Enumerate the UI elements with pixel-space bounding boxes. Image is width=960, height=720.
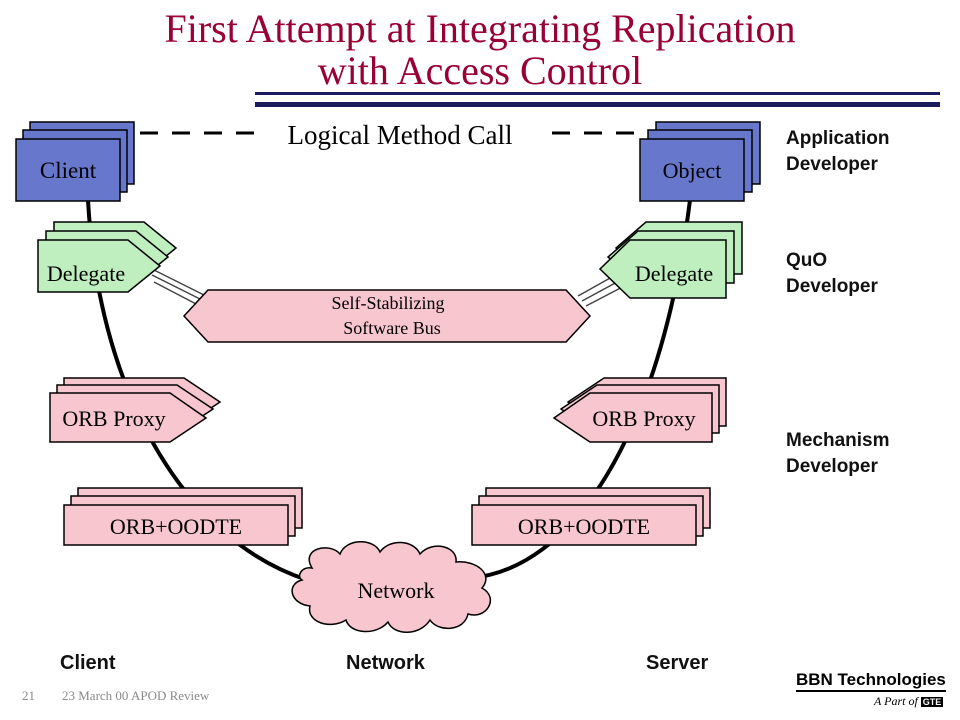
bus-label-line1: Self-Stabilizing — [332, 293, 445, 313]
logical-method-call-label: Logical Method Call — [288, 120, 513, 150]
delegate-stack-right: Delegate — [598, 221, 743, 299]
bottom-label-network: Network — [346, 652, 425, 674]
client-box-label: Client — [40, 158, 97, 183]
title-rule-thick — [255, 102, 940, 107]
object-box-stack: Object — [639, 121, 761, 202]
footer-date-event: 23 March 00 APOD Review — [62, 688, 210, 703]
delegate-right-label: Delegate — [635, 261, 713, 286]
network-cloud-label: Network — [358, 578, 435, 603]
orb-proxy-stack-left: ORB Proxy — [49, 377, 222, 443]
orb-oodte-stack-left: ORB+OODTE — [63, 487, 303, 546]
role-application-developer: Application Developer — [786, 128, 890, 175]
title-rule-thin — [255, 92, 940, 95]
orb-proxy-right-label: ORB Proxy — [592, 406, 695, 431]
delegate-stack-left: Delegate — [37, 221, 178, 293]
orb-oodte-right-label: ORB+OODTE — [518, 514, 650, 539]
bottom-label-client: Client — [60, 652, 116, 674]
slide-title-line2: with Access Control — [317, 48, 643, 93]
gte-logo: GTE — [920, 697, 944, 707]
role-mechanism-developer: Mechanism Developer — [786, 430, 890, 477]
role-quo-developer: QuO Developer — [786, 250, 878, 297]
delegate-left-label: Delegate — [47, 261, 125, 286]
bus-connector-left — [149, 267, 207, 306]
network-cloud: Network — [291, 541, 492, 633]
orb-oodte-stack-right: ORB+OODTE — [471, 487, 711, 546]
slide-title-line1: First Attempt at Integrating Replication — [164, 6, 796, 51]
orb-proxy-stack-right: ORB Proxy — [552, 377, 727, 443]
client-box-stack: Client — [15, 121, 135, 202]
bus-label-line2: Software Bus — [343, 318, 441, 338]
orb-oodte-left-label: ORB+OODTE — [110, 514, 242, 539]
brand-sub-text: A Part of — [874, 694, 918, 708]
brand-name: BBN Technologies — [796, 670, 946, 689]
bottom-label-server: Server — [646, 652, 709, 674]
object-box-label: Object — [663, 158, 722, 183]
software-bus: Self-Stabilizing Software Bus — [182, 289, 592, 343]
orb-proxy-left-label: ORB Proxy — [62, 406, 165, 431]
brand-underline — [796, 690, 946, 692]
footer-page-number: 21 — [22, 688, 35, 703]
